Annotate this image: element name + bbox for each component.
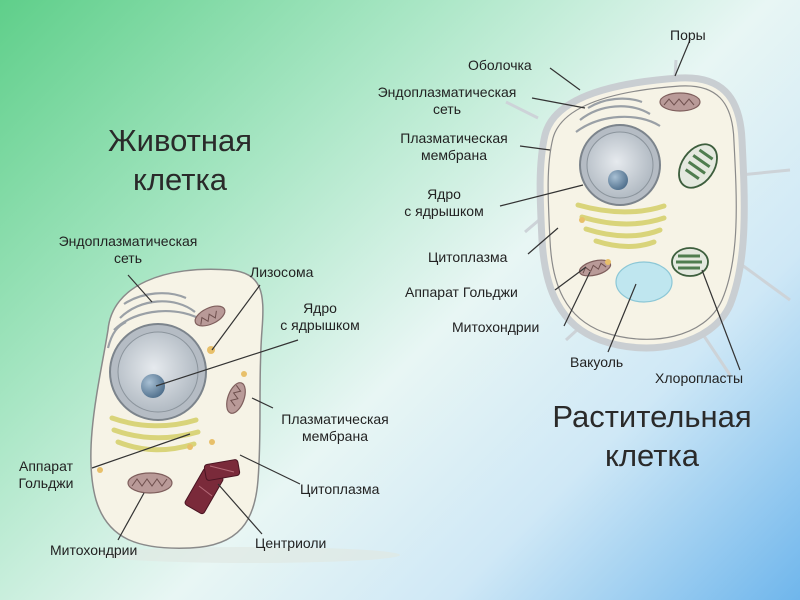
plant-label-vacuole: Вакуоль xyxy=(570,354,624,370)
animal-cell-title: Животная клетка xyxy=(70,122,290,200)
plant-nucleus xyxy=(579,124,661,206)
animal-centrioles xyxy=(184,459,241,515)
plant-chloroplasts xyxy=(671,143,718,277)
plant-label-membrane: Плазматическая мембрана xyxy=(400,130,508,163)
plant-title-line1: Растительная xyxy=(552,399,752,434)
plant-cell xyxy=(499,39,791,376)
plant-label-cytoplasm: Цитоплазма xyxy=(428,249,508,265)
plant-label-nucleus: Ядро с ядрышком xyxy=(404,186,484,219)
plant-label-golgi: Аппарат Гольджи xyxy=(405,284,518,300)
animal-label-centrioles: Центриоли xyxy=(255,535,327,551)
animal-label-lysosome: Лизосома xyxy=(250,264,314,280)
animal-cell xyxy=(90,268,400,563)
animal-mitochondria xyxy=(127,305,246,494)
plant-label-chloroplasts: Хлоропласты xyxy=(655,370,744,386)
plant-label-er: Эндоплазматическая сеть xyxy=(377,84,517,117)
animal-label-membrane: Плазматическая мембрана xyxy=(281,411,389,444)
animal-nucleus xyxy=(109,323,207,421)
animal-title-line2: клетка xyxy=(133,161,227,197)
animal-label-nucleus: Ядро с ядрышком xyxy=(280,300,360,333)
animal-label-golgi: Аппарат Гольджи xyxy=(18,458,74,491)
plant-mitochondria xyxy=(578,92,701,277)
plant-er xyxy=(575,97,661,133)
plant-label-wall: Оболочка xyxy=(468,57,532,73)
plant-leader-lines xyxy=(499,39,741,371)
plant-label-pores: Поры xyxy=(670,27,706,43)
plant-vacuole xyxy=(615,261,673,303)
plant-granules xyxy=(579,217,611,265)
animal-label-er: Эндоплазматическая сеть xyxy=(58,233,198,266)
plant-label-mitochondria: Митохондрии xyxy=(452,319,540,335)
plant-title-line2: клетка xyxy=(605,437,699,473)
animal-leader-lines xyxy=(91,274,301,541)
plant-cell-title: Растительная клетка xyxy=(528,398,776,476)
animal-title-line1: Животная xyxy=(108,123,252,158)
animal-lysosomes xyxy=(97,346,247,473)
animal-label-mitochondria: Митохондрии xyxy=(50,542,138,558)
animal-label-cytoplasm: Цитоплазма xyxy=(300,481,380,497)
plant-golgi xyxy=(575,202,667,249)
